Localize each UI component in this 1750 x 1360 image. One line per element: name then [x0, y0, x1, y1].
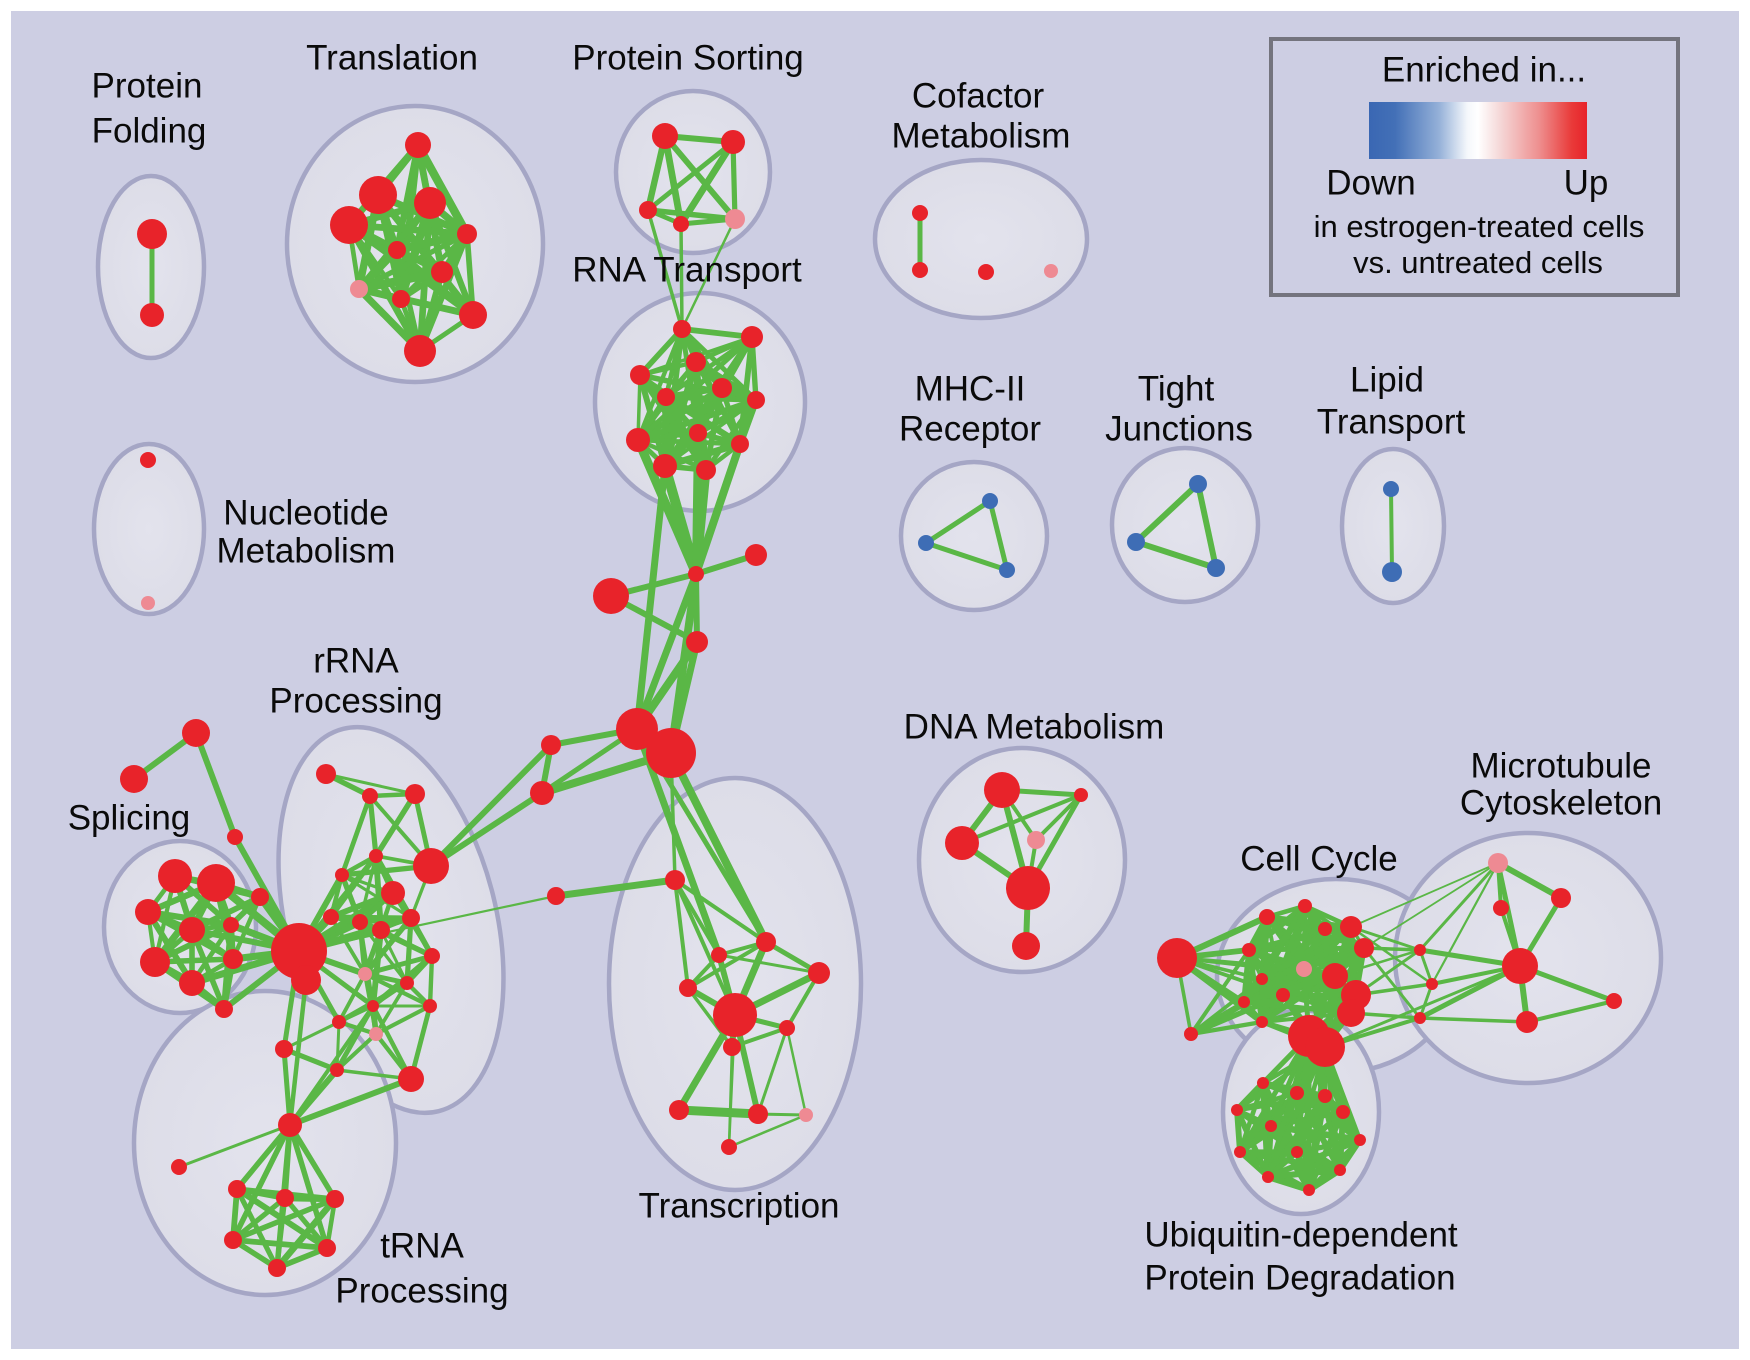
svg-text:Metabolism: Metabolism [217, 531, 396, 570]
svg-text:rRNA: rRNA [313, 641, 399, 680]
svg-text:Lipid: Lipid [1350, 360, 1424, 399]
svg-text:Transport: Transport [1317, 402, 1466, 441]
svg-text:Microtubule: Microtubule [1471, 746, 1652, 785]
svg-text:Translation: Translation [306, 38, 478, 77]
svg-text:in estrogen-treated cells: in estrogen-treated cells [1314, 209, 1645, 244]
svg-text:Ubiquitin-dependent: Ubiquitin-dependent [1144, 1215, 1458, 1254]
svg-text:tRNA: tRNA [380, 1226, 464, 1265]
svg-text:Junctions: Junctions [1105, 409, 1253, 448]
svg-text:Protein Sorting: Protein Sorting [572, 38, 804, 77]
svg-text:Up: Up [1564, 163, 1609, 202]
svg-text:Metabolism: Metabolism [892, 116, 1071, 155]
svg-text:Processing: Processing [269, 681, 442, 720]
svg-text:Down: Down [1326, 163, 1415, 202]
svg-text:vs. untreated cells: vs. untreated cells [1353, 245, 1603, 280]
svg-text:Splicing: Splicing [68, 798, 191, 837]
svg-text:RNA Transport: RNA Transport [572, 250, 802, 289]
svg-text:Enriched in...: Enriched in... [1382, 50, 1586, 89]
svg-text:DNA Metabolism: DNA Metabolism [904, 707, 1165, 746]
svg-text:Transcription: Transcription [639, 1186, 840, 1225]
svg-text:Nucleotide: Nucleotide [223, 493, 388, 532]
svg-text:MHC-II: MHC-II [915, 369, 1026, 408]
svg-text:Cell Cycle: Cell Cycle [1240, 839, 1398, 878]
svg-text:Cofactor: Cofactor [912, 76, 1045, 115]
svg-text:Cytoskeleton: Cytoskeleton [1460, 783, 1662, 822]
svg-text:Tight: Tight [1138, 369, 1215, 408]
svg-text:Protein: Protein [92, 66, 203, 105]
svg-text:Receptor: Receptor [899, 409, 1041, 448]
svg-text:Processing: Processing [335, 1271, 508, 1310]
svg-text:Folding: Folding [92, 111, 207, 150]
svg-text:Protein Degradation: Protein Degradation [1144, 1258, 1455, 1297]
